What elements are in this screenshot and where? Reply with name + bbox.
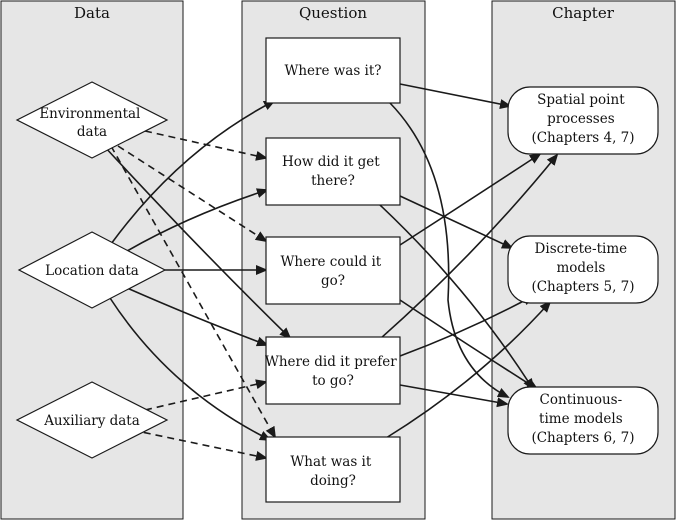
question-doing-label-line-1: What was it	[290, 454, 371, 470]
arrow-location-to-doing	[109, 297, 272, 441]
question-could-box	[265, 236, 401, 305]
question-doing-label: What was it doing?	[290, 454, 375, 489]
data-column-title: Data	[74, 4, 110, 22]
chapter-continuous-label: Continuous- time models (Chapters 6, 7)	[531, 392, 634, 446]
chapter-discrete-label-line-2: models	[556, 260, 605, 276]
environmental-data-label-line-2: data	[77, 124, 107, 140]
chapter-continuous-label-line-2: time models	[539, 411, 623, 427]
location-data-node	[17, 231, 167, 309]
environmental-data-node	[15, 81, 169, 159]
question-how-label: How did it get there?	[282, 154, 384, 189]
chapter-continuous-label-line-1: Continuous-	[540, 392, 623, 408]
question-could-label: Where could it go?	[281, 254, 386, 289]
arrow-could-to-spatial	[399, 152, 542, 246]
environmental-data-label-line-1: Environmental	[39, 106, 140, 122]
question-prefer-box	[265, 336, 401, 405]
dashed-arrows	[110, 130, 276, 461]
question-how-box	[265, 137, 401, 206]
arrow-location-to-how	[126, 188, 269, 252]
arrow-could-to-continuous	[399, 299, 539, 391]
chapter-discrete-label-line-3: (Chapters 5, 7)	[531, 279, 634, 295]
arrow-auxiliary-to-prefer	[144, 379, 268, 411]
question-where-box	[265, 37, 401, 104]
chapter-discrete-box	[507, 235, 659, 304]
arrow-how-to-continuous	[379, 204, 535, 391]
question-could-label-line-2: go?	[321, 273, 345, 289]
question-where-label: Where was it?	[284, 63, 381, 79]
arrow-environmental-to-doing	[110, 145, 276, 439]
chapter-discrete-label: Discrete-time models (Chapters 5, 7)	[531, 241, 634, 295]
location-data-label: Location data	[45, 263, 139, 279]
chapter-spatial-label-line-3: (Chapters 4, 7)	[531, 130, 634, 146]
chapter-discrete-label-line-1: Discrete-time	[535, 241, 628, 257]
question-doing-box	[265, 436, 401, 503]
arrow-prefer-to-continuous	[399, 384, 509, 408]
arrow-auxiliary-to-doing	[131, 429, 268, 461]
chapter-spatial-box	[507, 86, 659, 155]
question-column-title: Question	[299, 4, 367, 22]
question-doing-label-line-2: doing?	[310, 473, 356, 489]
chapter-column-title: Chapter	[552, 4, 615, 22]
auxiliary-data-node	[15, 381, 169, 459]
question-prefer-label-line-1: Where did it prefer	[265, 354, 397, 370]
environmental-data-label: Environmental data	[39, 106, 144, 140]
auxiliary-data-label: Auxiliary data	[43, 413, 140, 429]
question-prefer-label: Where did it prefer to go?	[265, 354, 401, 389]
arrow-how-to-discrete	[399, 195, 514, 249]
arrow-prefer-to-spatial	[379, 153, 559, 340]
question-how-label-line-2: there?	[311, 173, 355, 189]
solid-arrows	[103, 83, 559, 441]
chapter-continuous-box	[507, 386, 659, 455]
chapter-continuous-label-line-3: (Chapters 6, 7)	[531, 430, 634, 446]
arrow-doing-to-discrete	[385, 300, 552, 439]
question-how-label-line-1: How did it get	[282, 154, 380, 170]
question-prefer-label-line-2: to go?	[312, 373, 354, 389]
arrow-where-to-spatial	[399, 83, 512, 109]
chapter-spatial-label-line-2: processes	[547, 111, 615, 127]
arrow-location-to-prefer	[126, 287, 269, 347]
question-could-label-line-1: Where could it	[281, 254, 382, 270]
arrow-environmental-to-how	[144, 130, 268, 161]
arrow-environmental-to-could	[117, 145, 268, 243]
arrow-prefer-to-discrete	[399, 295, 535, 357]
arrow-environmental-to-prefer	[103, 145, 292, 340]
chapter-spatial-label: Spatial point processes (Chapters 4, 7)	[531, 92, 634, 146]
arrow-location-to-where	[110, 100, 276, 245]
chapter-spatial-label-line-1: Spatial point	[537, 92, 625, 108]
